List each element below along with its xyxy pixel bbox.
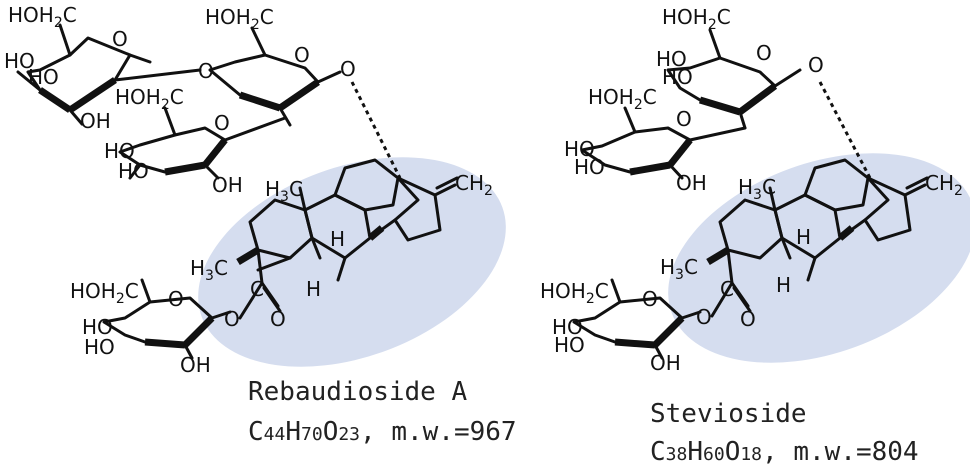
- molecule-name: Stevioside: [650, 399, 807, 429]
- svg-text:HO: HO: [104, 139, 135, 163]
- svg-text:HO: HO: [118, 159, 149, 183]
- svg-text:O: O: [198, 59, 214, 83]
- svg-text:HO: HO: [552, 315, 583, 339]
- svg-text:HOH2C: HOH2C: [205, 5, 274, 33]
- svg-text:HO: HO: [574, 155, 605, 179]
- svg-text:HOH2C: HOH2C: [115, 85, 184, 113]
- svg-text:HO: HO: [662, 65, 693, 89]
- stevioside-structure: HOH2C O HO HO O HOH2C O HO HO OH: [540, 5, 970, 467]
- steviol-aglycone: H3C CH2 H H H3C C O O: [190, 158, 493, 331]
- svg-text:HOH2C: HOH2C: [540, 279, 609, 307]
- svg-text:O: O: [740, 307, 756, 331]
- svg-text:CH2: CH2: [925, 171, 963, 199]
- svg-text:O: O: [676, 107, 692, 131]
- svg-text:O: O: [112, 27, 128, 51]
- svg-text:H3C: H3C: [738, 175, 776, 203]
- svg-text:HO: HO: [4, 49, 35, 73]
- svg-text:H: H: [330, 227, 345, 251]
- svg-text:HOH2C: HOH2C: [8, 3, 77, 31]
- svg-text:O: O: [808, 53, 824, 77]
- svg-text:HOH2C: HOH2C: [662, 5, 731, 33]
- svg-text:H3C: H3C: [190, 256, 228, 284]
- svg-text:HOH2C: HOH2C: [70, 279, 139, 307]
- glucose-ring-top-middle: HOH2C O O O: [198, 5, 356, 127]
- svg-text:H: H: [776, 273, 791, 297]
- svg-text:OH: OH: [80, 109, 111, 133]
- svg-text:O: O: [340, 57, 356, 81]
- molecular-formula: C44H70O23, m.w.=967: [248, 417, 517, 447]
- svg-text:HO: HO: [82, 315, 113, 339]
- svg-text:O: O: [642, 287, 658, 311]
- svg-text:HO: HO: [564, 137, 595, 161]
- svg-text:O: O: [168, 287, 184, 311]
- molecule-name: Rebaudioside A: [248, 377, 467, 407]
- glucose-ring-middle: HOH2C O HO HO OH: [564, 85, 747, 195]
- glucose-ring-top: HOH2C O HO HO O: [656, 5, 824, 130]
- svg-text:HO: HO: [28, 65, 59, 89]
- svg-text:O: O: [696, 305, 712, 329]
- svg-text:H3C: H3C: [660, 255, 698, 283]
- svg-text:OH: OH: [212, 173, 243, 197]
- svg-text:O: O: [270, 307, 286, 331]
- svg-text:O: O: [294, 43, 310, 67]
- rebaudioside-a-structure: HOH2C O HO HO OH HOH2C O O O: [4, 3, 517, 447]
- steviol-aglycone: H3C CH2 H H H3C C O O: [660, 158, 963, 331]
- glucose-ring-middle-left: HOH2C O HO HO OH: [104, 85, 287, 197]
- svg-text:HO: HO: [554, 333, 585, 357]
- svg-text:OH: OH: [676, 171, 707, 195]
- svg-text:H: H: [796, 225, 811, 249]
- svg-text:OH: OH: [180, 353, 211, 377]
- glucose-ring-bottom: HOH2C O HO HO OH: [540, 278, 702, 375]
- svg-text:HOH2C: HOH2C: [588, 85, 657, 113]
- svg-text:O: O: [756, 41, 772, 65]
- svg-text:H3C: H3C: [265, 177, 303, 205]
- svg-text:OH: OH: [650, 351, 681, 375]
- svg-text:HO: HO: [84, 335, 115, 359]
- svg-text:C: C: [250, 277, 264, 301]
- glycosidic-bond-c13: [818, 81, 872, 179]
- aglycone-highlight: [198, 157, 506, 367]
- svg-text:O: O: [214, 111, 230, 135]
- glucose-ring-top-left: HOH2C O HO HO OH: [4, 3, 202, 133]
- glucose-ring-bottom: HOH2C O HO HO OH: [70, 278, 232, 377]
- svg-text:HO: HO: [656, 47, 687, 71]
- aglycone-highlight: [668, 153, 970, 363]
- svg-text:H: H: [306, 277, 321, 301]
- molecular-formula: C38H60O18, m.w.=804: [650, 437, 919, 467]
- glycosidic-bond-c13: [350, 81, 402, 179]
- svg-text:C: C: [720, 277, 734, 301]
- svg-text:O: O: [224, 307, 240, 331]
- svg-text:CH2: CH2: [455, 171, 493, 199]
